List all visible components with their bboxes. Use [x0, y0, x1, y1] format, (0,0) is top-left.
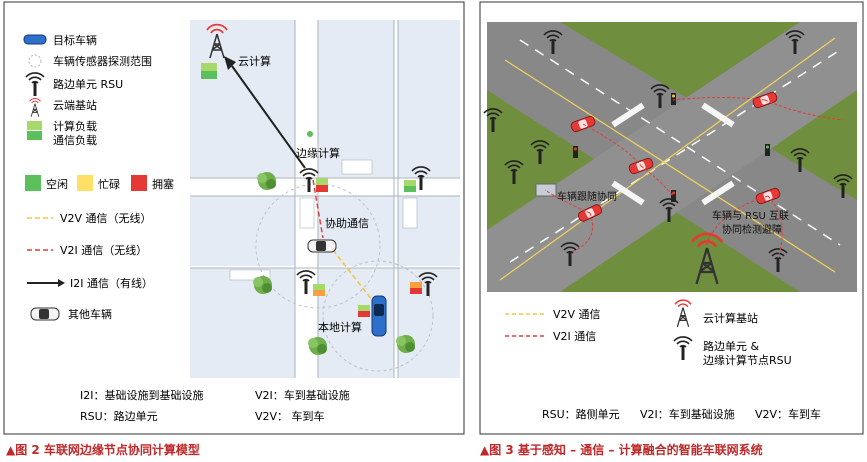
note-rsu: RSU：路边单元 — [80, 410, 158, 423]
cloud-compute-load — [201, 63, 217, 71]
label-local: 本地计算 — [318, 320, 362, 334]
svg-text:车辆传感器探测范围: 车辆传感器探测范围 — [53, 54, 152, 68]
svg-text:通信负载: 通信负载 — [53, 133, 97, 147]
idle-swatch — [25, 175, 41, 191]
svg-text:其他车辆: 其他车辆 — [68, 307, 112, 321]
label-rsu-coop1: 车辆与 RSU 互联 — [712, 209, 789, 222]
svg-text:I2I 通信（有线）: I2I 通信（有线） — [70, 276, 153, 290]
right-scene — [483, 22, 857, 292]
target-vehicle — [371, 295, 387, 337]
label-assist: 协助通信 — [325, 216, 369, 230]
note-v2i-right: V2I：车到基础设施 — [640, 407, 735, 421]
note-v2i: V2I：车到基础设施 — [255, 388, 350, 402]
svg-text:路边单元 RSU: 路边单元 RSU — [53, 78, 123, 91]
i2i-link — [231, 65, 306, 169]
left-map — [190, 20, 460, 378]
svg-text:云端基站: 云端基站 — [53, 98, 97, 112]
svg-text:边缘计算节点RSU: 边缘计算节点RSU — [703, 353, 792, 367]
note-i2i: I2I：基础设施到基础设施 — [80, 389, 204, 402]
edge-compute-load — [316, 178, 328, 185]
svg-text:V2V 通信: V2V 通信 — [553, 308, 601, 321]
v2i-link — [312, 179, 324, 239]
other-vehicle-legend-icon — [30, 307, 60, 321]
comm-load-swatch — [27, 131, 42, 140]
target-vehicle-icon — [23, 34, 47, 45]
edge-comm-load — [316, 185, 328, 192]
cloud-comm-load — [201, 71, 217, 79]
svg-text:V2I 通信: V2I 通信 — [553, 330, 596, 343]
note-v2v-right: V2V：车到车 — [755, 407, 821, 421]
i2i-arrowhead — [224, 56, 236, 70]
other-vehicle-main — [307, 239, 337, 253]
svg-text:忙碌: 忙碌 — [98, 177, 120, 191]
svg-text:目标车辆: 目标车辆 — [53, 33, 97, 47]
label-rsu-coop2: 协同检测避障 — [722, 223, 782, 236]
right-legend: V2V 通信 V2I 通信 云计算基站 路边单元 & 边缘计算节点RSU — [505, 299, 792, 367]
svg-text:V2I 通信（无线）: V2I 通信（无线） — [60, 243, 147, 257]
svg-text:路边单元 &: 路边单元 & — [703, 340, 759, 353]
svg-text:拥塞: 拥塞 — [152, 177, 174, 191]
note-rsu-right: RSU：路侧单元 — [542, 408, 620, 421]
sensor-range-icon — [28, 54, 42, 68]
svg-text:空闲: 空闲 — [46, 177, 68, 191]
note-v2v: V2V： 车到车 — [255, 409, 325, 423]
left-caption: ▲图 2 车联网边缘节点协同计算模型 — [6, 442, 200, 457]
congested-swatch — [131, 175, 147, 191]
v2v-link — [332, 249, 373, 301]
label-follow: 车辆跟随协同 — [557, 190, 617, 203]
label-edge: 边缘计算 — [296, 146, 340, 160]
left-legend: 目标车辆 车辆传感器探测范围 路边单元 RSU 云端基站 计算负载 通信负载 空… — [23, 33, 174, 321]
label-cloud: 云计算 — [238, 54, 271, 68]
right-caption: ▲图 3 基于感知 – 通信 – 计算融合的智能车联网系统 — [480, 442, 763, 457]
svg-text:云计算基站: 云计算基站 — [703, 311, 758, 325]
svg-text:V2V 通信（无线）: V2V 通信（无线） — [60, 211, 152, 225]
busy-swatch — [77, 175, 93, 191]
svg-text:计算负载: 计算负载 — [53, 119, 97, 133]
compute-load-swatch — [27, 121, 42, 130]
